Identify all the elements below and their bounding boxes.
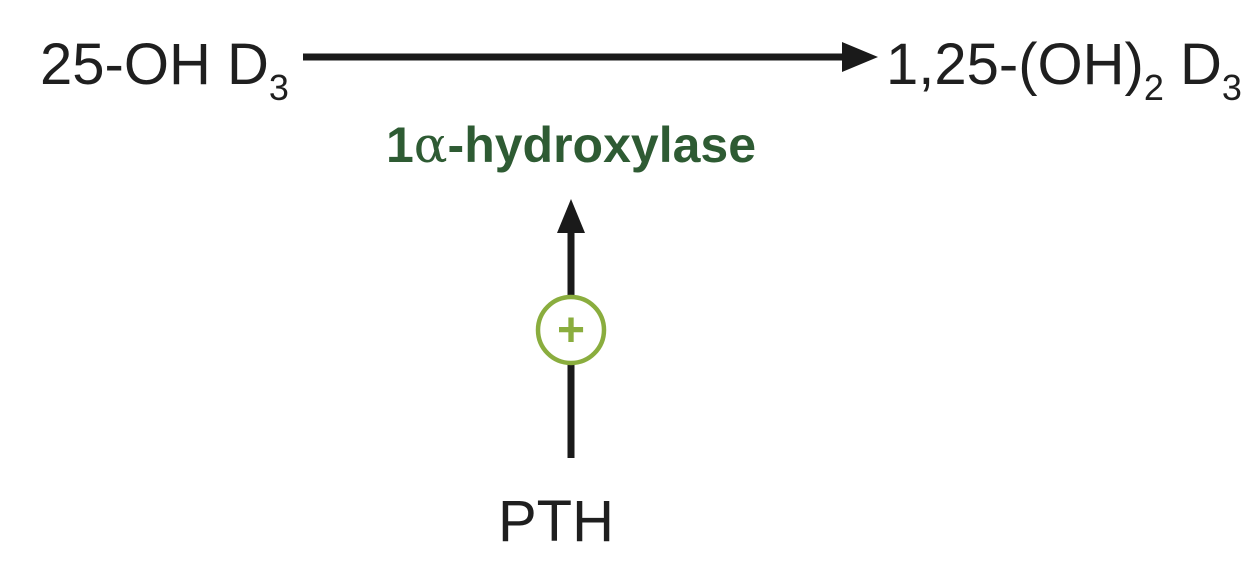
substrate-label: 25-OH D3 [40,32,289,108]
enzyme-number: 1 [386,117,414,173]
regulator-label: PTH [498,489,614,554]
enzyme-greek-letter: α [414,116,448,174]
plus-sign: + [557,304,585,357]
product-subscript-1: 2 [1144,67,1164,108]
stimulation-plus-icon: + [535,294,607,366]
substrate-subscript: 3 [269,67,289,108]
stimulation-arrowhead [557,199,585,233]
enzyme-label: 1α-hydroxylase [386,116,756,174]
product-subscript-2: 3 [1222,67,1242,108]
enzyme-name-rest: -hydroxylase [448,117,756,173]
reaction-arrowhead [842,42,878,72]
reaction-arrow [303,42,878,72]
product-label: 1,25-(OH)2 D3 [886,32,1242,108]
substrate-main-text: 25-OH D [40,32,269,97]
product-middle-text: D [1164,32,1222,97]
product-prefix-text: 1,25-(OH) [886,32,1144,97]
plus-circle [535,294,607,366]
